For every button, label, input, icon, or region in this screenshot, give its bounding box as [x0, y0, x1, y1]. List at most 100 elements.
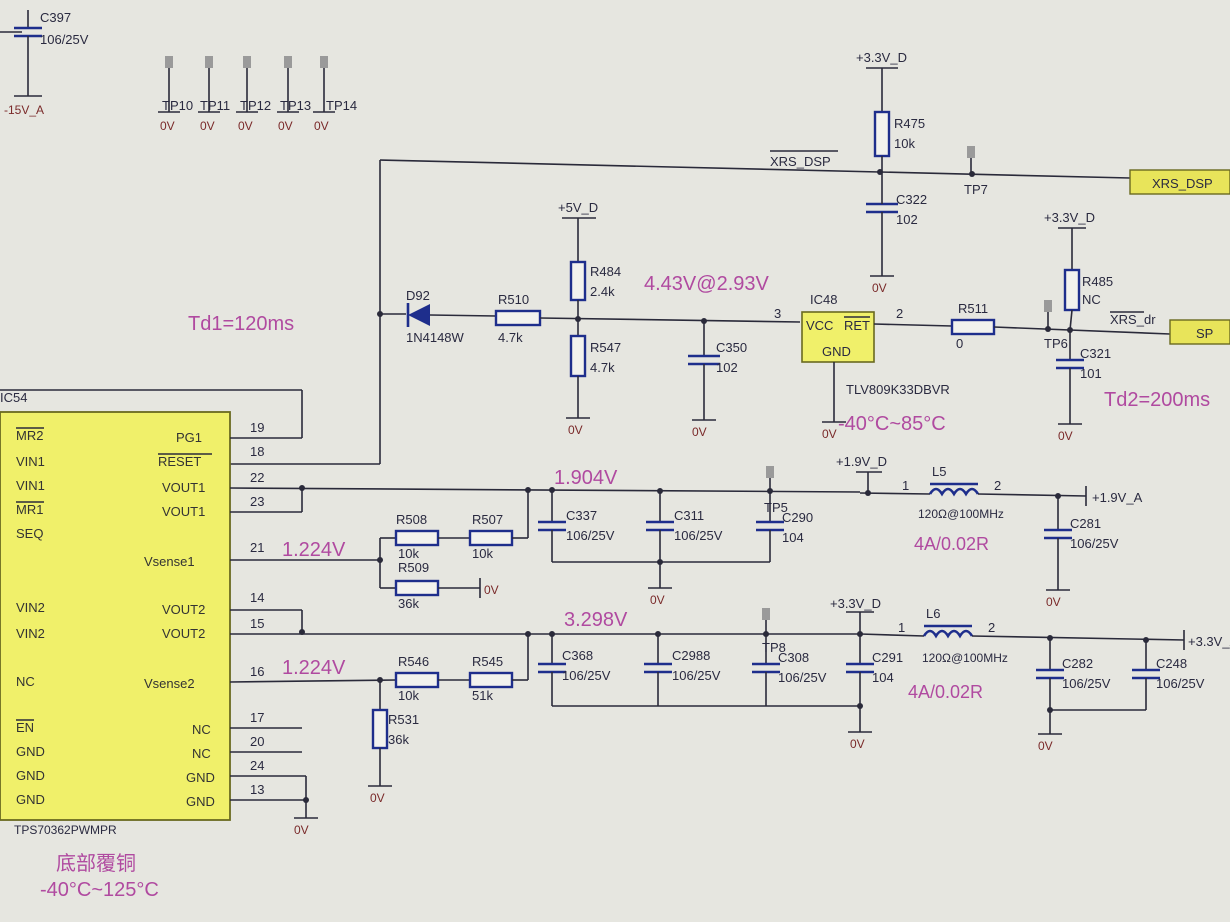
c322-gnd: 0V [872, 281, 887, 295]
r509-value: 36k [398, 596, 419, 611]
l5-current-annotation: 4A/0.02R [914, 534, 989, 554]
ic54-ref: IC54 [0, 390, 27, 405]
l6-value: 120Ω@100MHz [922, 651, 1008, 665]
ic54-temp: -40°C~125°C [40, 879, 159, 901]
c290-ref: C290 [782, 510, 813, 525]
ic54-pin-pg1: PG1 [176, 430, 202, 445]
c350-value: 102 [716, 360, 738, 375]
r547-gnd: 0V [568, 423, 583, 437]
ic54-pin-vout2a: VOUT2 [162, 602, 205, 617]
c281-capacitor: C281 106/25V 0V [1044, 493, 1119, 609]
testpoint-tp7: TP7 [964, 146, 988, 197]
c290-value: 104 [782, 530, 804, 545]
d92-value: 1N4148W [406, 330, 465, 345]
r510-resistor: R510 4.7k [494, 292, 801, 345]
ic54-left-pin-en: EN [16, 720, 34, 735]
l5-output-net: +1.9V_A [1092, 490, 1143, 505]
c282-capacitor: C282 106/25V 0V [1036, 635, 1146, 753]
c350-ref: C350 [716, 340, 747, 355]
ic54-left-pin-vin1a: VIN1 [16, 454, 45, 469]
c290-capacitor: C290 104 [756, 488, 813, 562]
c337-ref: C337 [566, 508, 597, 523]
testpoint-tp12: TP12 0V [236, 56, 271, 133]
ic54-left-pin-gnd1: GND [16, 744, 45, 759]
r546-value: 10k [398, 688, 419, 703]
c368-ref: C368 [562, 648, 593, 663]
tp12-gnd: 0V [238, 119, 253, 133]
r475-ref: R475 [894, 116, 925, 131]
c282-value: 106/25V [1062, 676, 1111, 691]
ic54-pin-vsense1: Vsense1 [144, 554, 195, 569]
tp13-gnd: 0V [278, 119, 293, 133]
tp5-label: TP5 [764, 500, 788, 515]
c322-ref: C322 [896, 192, 927, 207]
ic54-left-pin-gnd3: GND [16, 792, 45, 807]
tp14-gnd: 0V [314, 119, 329, 133]
c337-value: 106/25V [566, 528, 615, 543]
xrs-dr-label: XRS_dr [1110, 312, 1156, 327]
r510-value: 4.7k [498, 330, 523, 345]
ic48-reset-supervisor: VCC RET GND IC48 3 2 TLV809K33DBVR -40°C… [774, 292, 953, 441]
tp6-label: TP6 [1044, 336, 1068, 351]
ic54-left-pin-vin2b: VIN2 [16, 626, 45, 641]
ic54-left-pin-gnd2: GND [16, 768, 45, 783]
r546-ref: R546 [398, 654, 429, 669]
c282-gnd: 0V [1038, 739, 1053, 753]
xrs-dsp-port [1129, 169, 1230, 195]
ic54-left-pin-vin1b: VIN1 [16, 478, 45, 493]
r531-gnd: 0V [370, 791, 385, 805]
tp11-gnd: 0V [200, 119, 215, 133]
c291-ref: C291 [872, 650, 903, 665]
ic54-pin-num-23: 23 [250, 494, 264, 509]
ic54-pin-num-20: 20 [250, 734, 264, 749]
l5-pin1: 1 [902, 478, 909, 493]
xrs-dsp-label: XRS_DSP [770, 154, 831, 169]
c397-capacitor: C397 106/25V -15V_A [0, 10, 89, 117]
r531-ref: R531 [388, 712, 419, 727]
r475-value: 10k [894, 136, 915, 151]
c2988-capacitor: C2988 106/25V [644, 631, 721, 706]
testpoint-tp13: TP13 0V [277, 56, 311, 133]
d92-diode: D92 1N4148W [377, 288, 497, 345]
ic54-pin-vsense2: Vsense2 [144, 676, 195, 691]
r511-ref: R511 [958, 301, 988, 316]
c321-value: 101 [1080, 366, 1102, 381]
c311-gnd: 0V [650, 593, 665, 607]
ic48-pin3-num: 3 [774, 306, 781, 321]
c281-ref: C281 [1070, 516, 1101, 531]
c321-ref: C321 [1080, 346, 1111, 361]
ic54-pin-num-24: 24 [250, 758, 264, 773]
c368-value: 106/25V [562, 668, 611, 683]
r510-ref: R510 [498, 292, 529, 307]
tp12-label: TP12 [240, 98, 271, 113]
ic54-pin-wires: 0V [0, 389, 861, 837]
tp8-label: TP8 [762, 640, 786, 655]
r508-value: 10k [398, 546, 419, 561]
xrs-dr-port-label: SP [1196, 326, 1213, 341]
ic54-pin-num-18: 18 [250, 444, 264, 459]
ic54-pin-num-17: 17 [250, 710, 264, 725]
r484-ref: R484 [590, 264, 621, 279]
c291-capacitor: C291 104 0V +3.3V_D [830, 596, 903, 751]
ic54-left-pin-seq: SEQ [16, 526, 43, 541]
l6-current-annotation: 4A/0.02R [908, 682, 983, 702]
ic48-pin-ret: RET [844, 318, 870, 333]
ic54-pin-reset: RESET [158, 454, 201, 469]
ic48-pin-vcc: VCC [806, 318, 833, 333]
l5-value: 120Ω@100MHz [918, 507, 1004, 521]
l6-pin2: 2 [988, 620, 995, 635]
r485-resistor: +3.3V_D R485 NC [1044, 210, 1113, 331]
ic54-pin-num-13: 13 [250, 782, 264, 797]
c2988-value: 106/25V [672, 668, 721, 683]
c248-ref: C248 [1156, 656, 1187, 671]
c350-gnd: 0V [692, 425, 707, 439]
c281-gnd: 0V [1046, 595, 1061, 609]
r547-value: 4.7k [590, 360, 615, 375]
d92-ref: D92 [406, 288, 430, 303]
c337-capacitor: C337 106/25V [538, 487, 770, 563]
ic48-part: TLV809K33DBVR [846, 382, 950, 397]
xrs-dr-port [1169, 319, 1230, 345]
l5-inductor: +1.9V_D 1 L5 2 120Ω@100MHz +1.9V_A [836, 454, 1143, 521]
ic54-pin-num-15: 15 [250, 616, 264, 631]
